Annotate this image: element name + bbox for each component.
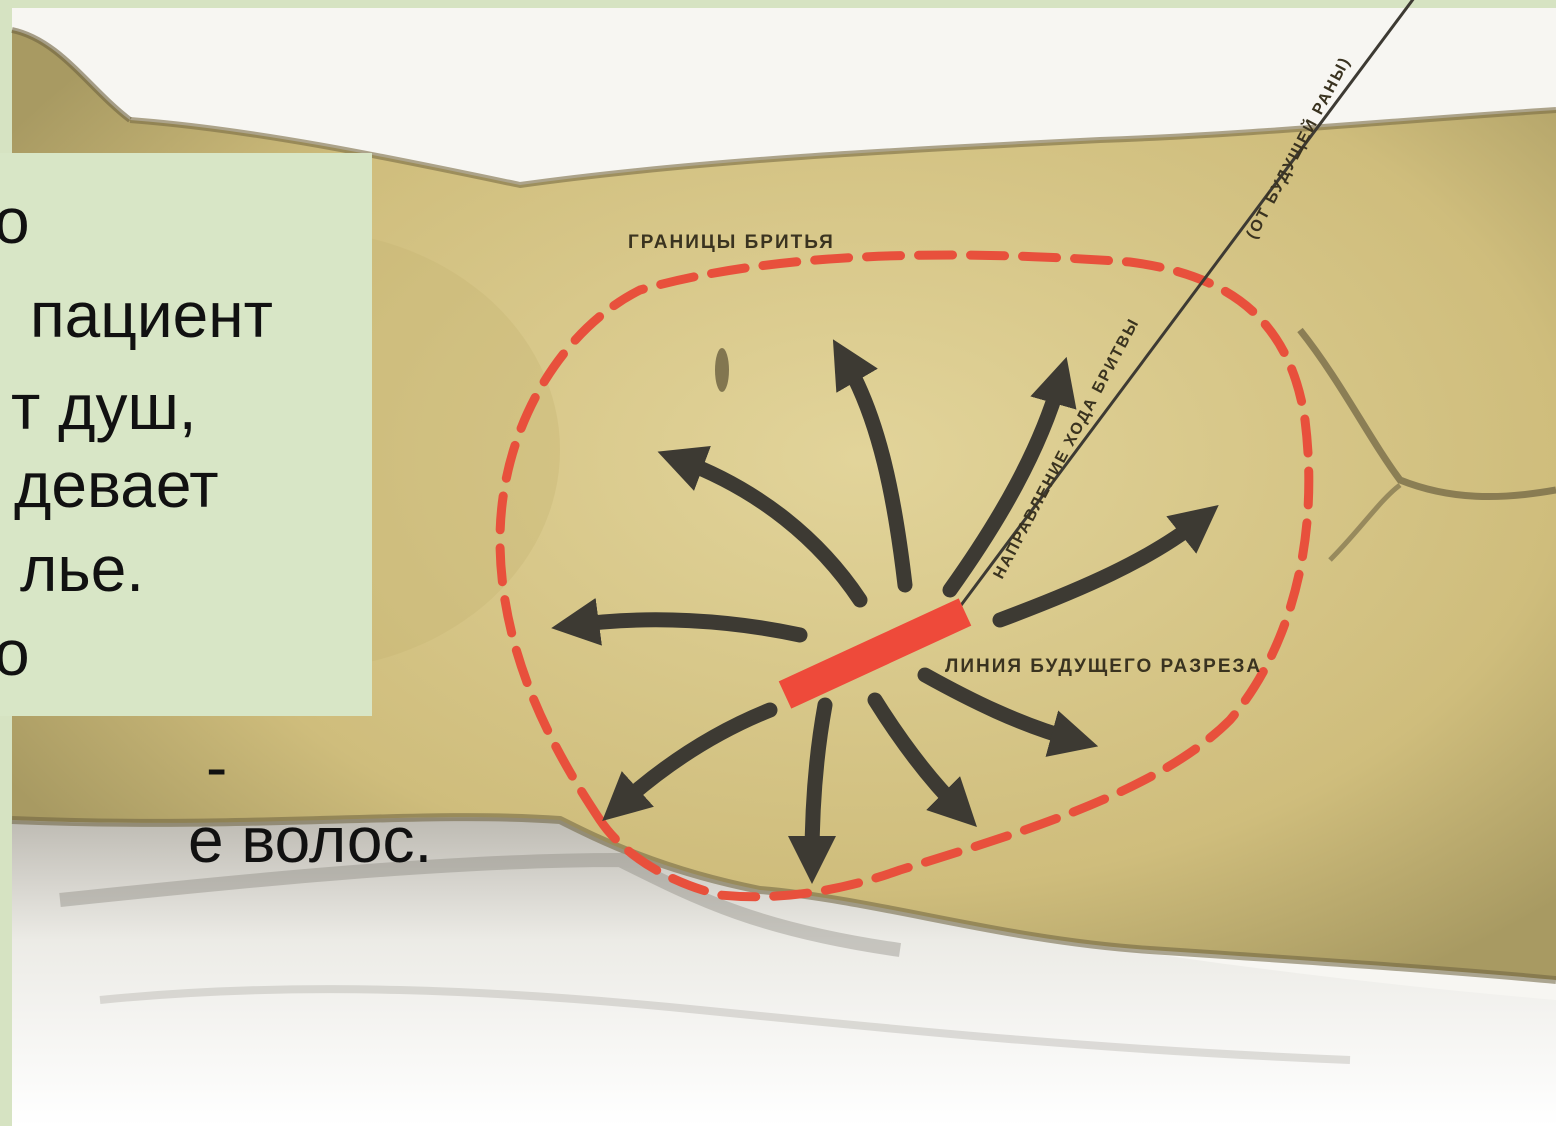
text-box: о пациент т душ, девает лье. о: [0, 153, 372, 716]
body-line: пациент: [30, 283, 273, 347]
body-line: девает: [14, 453, 219, 517]
body-line: т душ,: [11, 375, 197, 439]
incision-line-label: ЛИНИЯ БУДУЩЕГО РАЗРЕЗА: [945, 656, 1262, 677]
navel: [715, 348, 729, 392]
shaving-boundary-label: ГРАНИЦЫ БРИТЬЯ: [628, 232, 835, 253]
body-line: о: [0, 621, 30, 685]
body-line: лье.: [20, 537, 144, 601]
body-line: о: [0, 189, 30, 253]
